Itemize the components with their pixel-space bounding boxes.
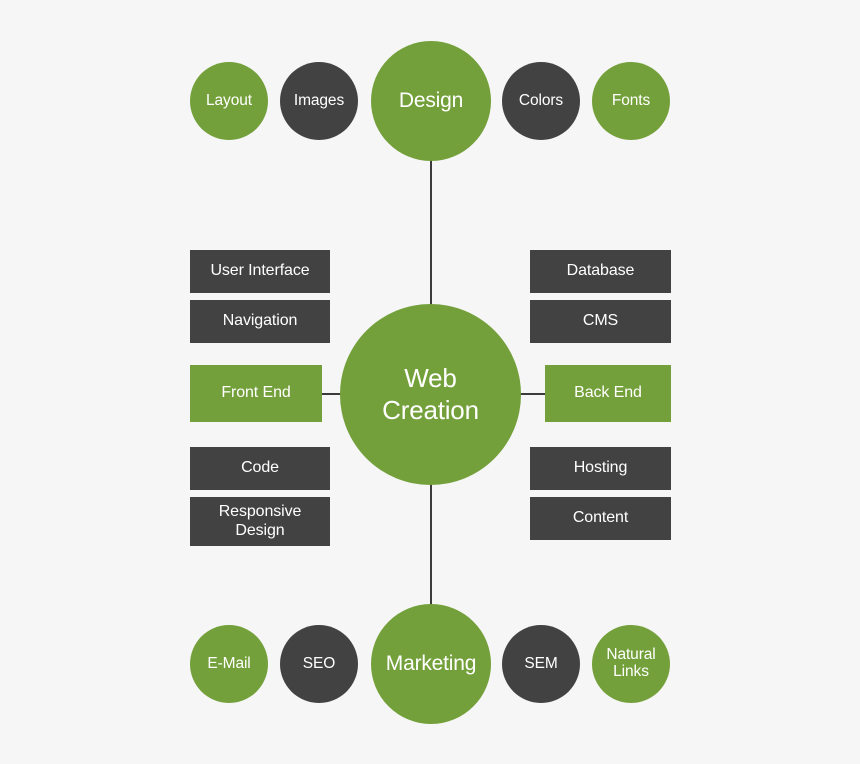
node-responsive-design-label-line2: Design bbox=[235, 521, 285, 539]
node-back-end-label: Back End bbox=[574, 384, 642, 402]
connector-design-to-hub bbox=[430, 160, 432, 306]
node-images[interactable]: Images bbox=[280, 62, 358, 140]
connector-frontend-to-hub bbox=[321, 393, 345, 395]
node-fonts-label: Fonts bbox=[611, 91, 651, 109]
node-responsive-design-label: Responsive Design bbox=[219, 503, 302, 541]
hub-web-creation[interactable]: Web Creation bbox=[340, 304, 521, 485]
node-cms[interactable]: CMS bbox=[530, 300, 671, 343]
node-responsive-design[interactable]: Responsive Design bbox=[190, 497, 330, 546]
node-marketing[interactable]: Marketing bbox=[371, 604, 491, 724]
node-hosting[interactable]: Hosting bbox=[530, 447, 671, 490]
hub-label: Web Creation bbox=[382, 363, 479, 425]
node-content[interactable]: Content bbox=[530, 497, 671, 540]
node-sem[interactable]: SEM bbox=[502, 625, 580, 703]
node-natural-links-label-line1: Natural bbox=[606, 646, 656, 664]
node-fonts[interactable]: Fonts bbox=[592, 62, 670, 140]
node-natural-links-label-line2: Links bbox=[613, 663, 649, 680]
node-colors[interactable]: Colors bbox=[502, 62, 580, 140]
node-hosting-label: Hosting bbox=[573, 459, 628, 477]
node-natural-links-label: Natural Links bbox=[606, 647, 655, 680]
node-responsive-design-label-line1: Responsive bbox=[218, 502, 302, 520]
node-email-label: E-Mail bbox=[207, 654, 251, 672]
node-marketing-label: Marketing bbox=[385, 651, 477, 675]
node-natural-links[interactable]: Natural Links bbox=[592, 625, 670, 703]
node-front-end[interactable]: Front End bbox=[190, 365, 322, 422]
node-navigation[interactable]: Navigation bbox=[190, 300, 330, 343]
node-database[interactable]: Database bbox=[530, 250, 671, 293]
node-content-label: Content bbox=[572, 509, 629, 527]
node-design-label: Design bbox=[398, 88, 464, 112]
connector-hub-to-marketing bbox=[430, 484, 432, 615]
node-cms-label: CMS bbox=[582, 312, 619, 330]
node-database-label: Database bbox=[566, 262, 635, 280]
node-layout-label: Layout bbox=[206, 91, 252, 109]
hub-label-line1: Web bbox=[404, 363, 457, 394]
node-colors-label: Colors bbox=[518, 91, 564, 109]
node-user-interface[interactable]: User Interface bbox=[190, 250, 330, 293]
node-navigation-label: Navigation bbox=[222, 312, 298, 330]
node-images-label: Images bbox=[293, 91, 345, 109]
node-seo-label: SEO bbox=[302, 654, 336, 672]
node-user-interface-label: User Interface bbox=[210, 262, 310, 280]
node-code[interactable]: Code bbox=[190, 447, 330, 490]
node-front-end-label: Front End bbox=[221, 384, 291, 402]
node-code-label: Code bbox=[241, 459, 279, 477]
connector-hub-to-backend bbox=[516, 393, 547, 395]
node-sem-label: SEM bbox=[524, 654, 558, 672]
node-back-end[interactable]: Back End bbox=[545, 365, 671, 422]
hub-label-line2: Creation bbox=[382, 394, 479, 425]
node-design[interactable]: Design bbox=[371, 41, 491, 161]
node-layout[interactable]: Layout bbox=[190, 62, 268, 140]
node-email[interactable]: E-Mail bbox=[190, 625, 268, 703]
node-seo[interactable]: SEO bbox=[280, 625, 358, 703]
